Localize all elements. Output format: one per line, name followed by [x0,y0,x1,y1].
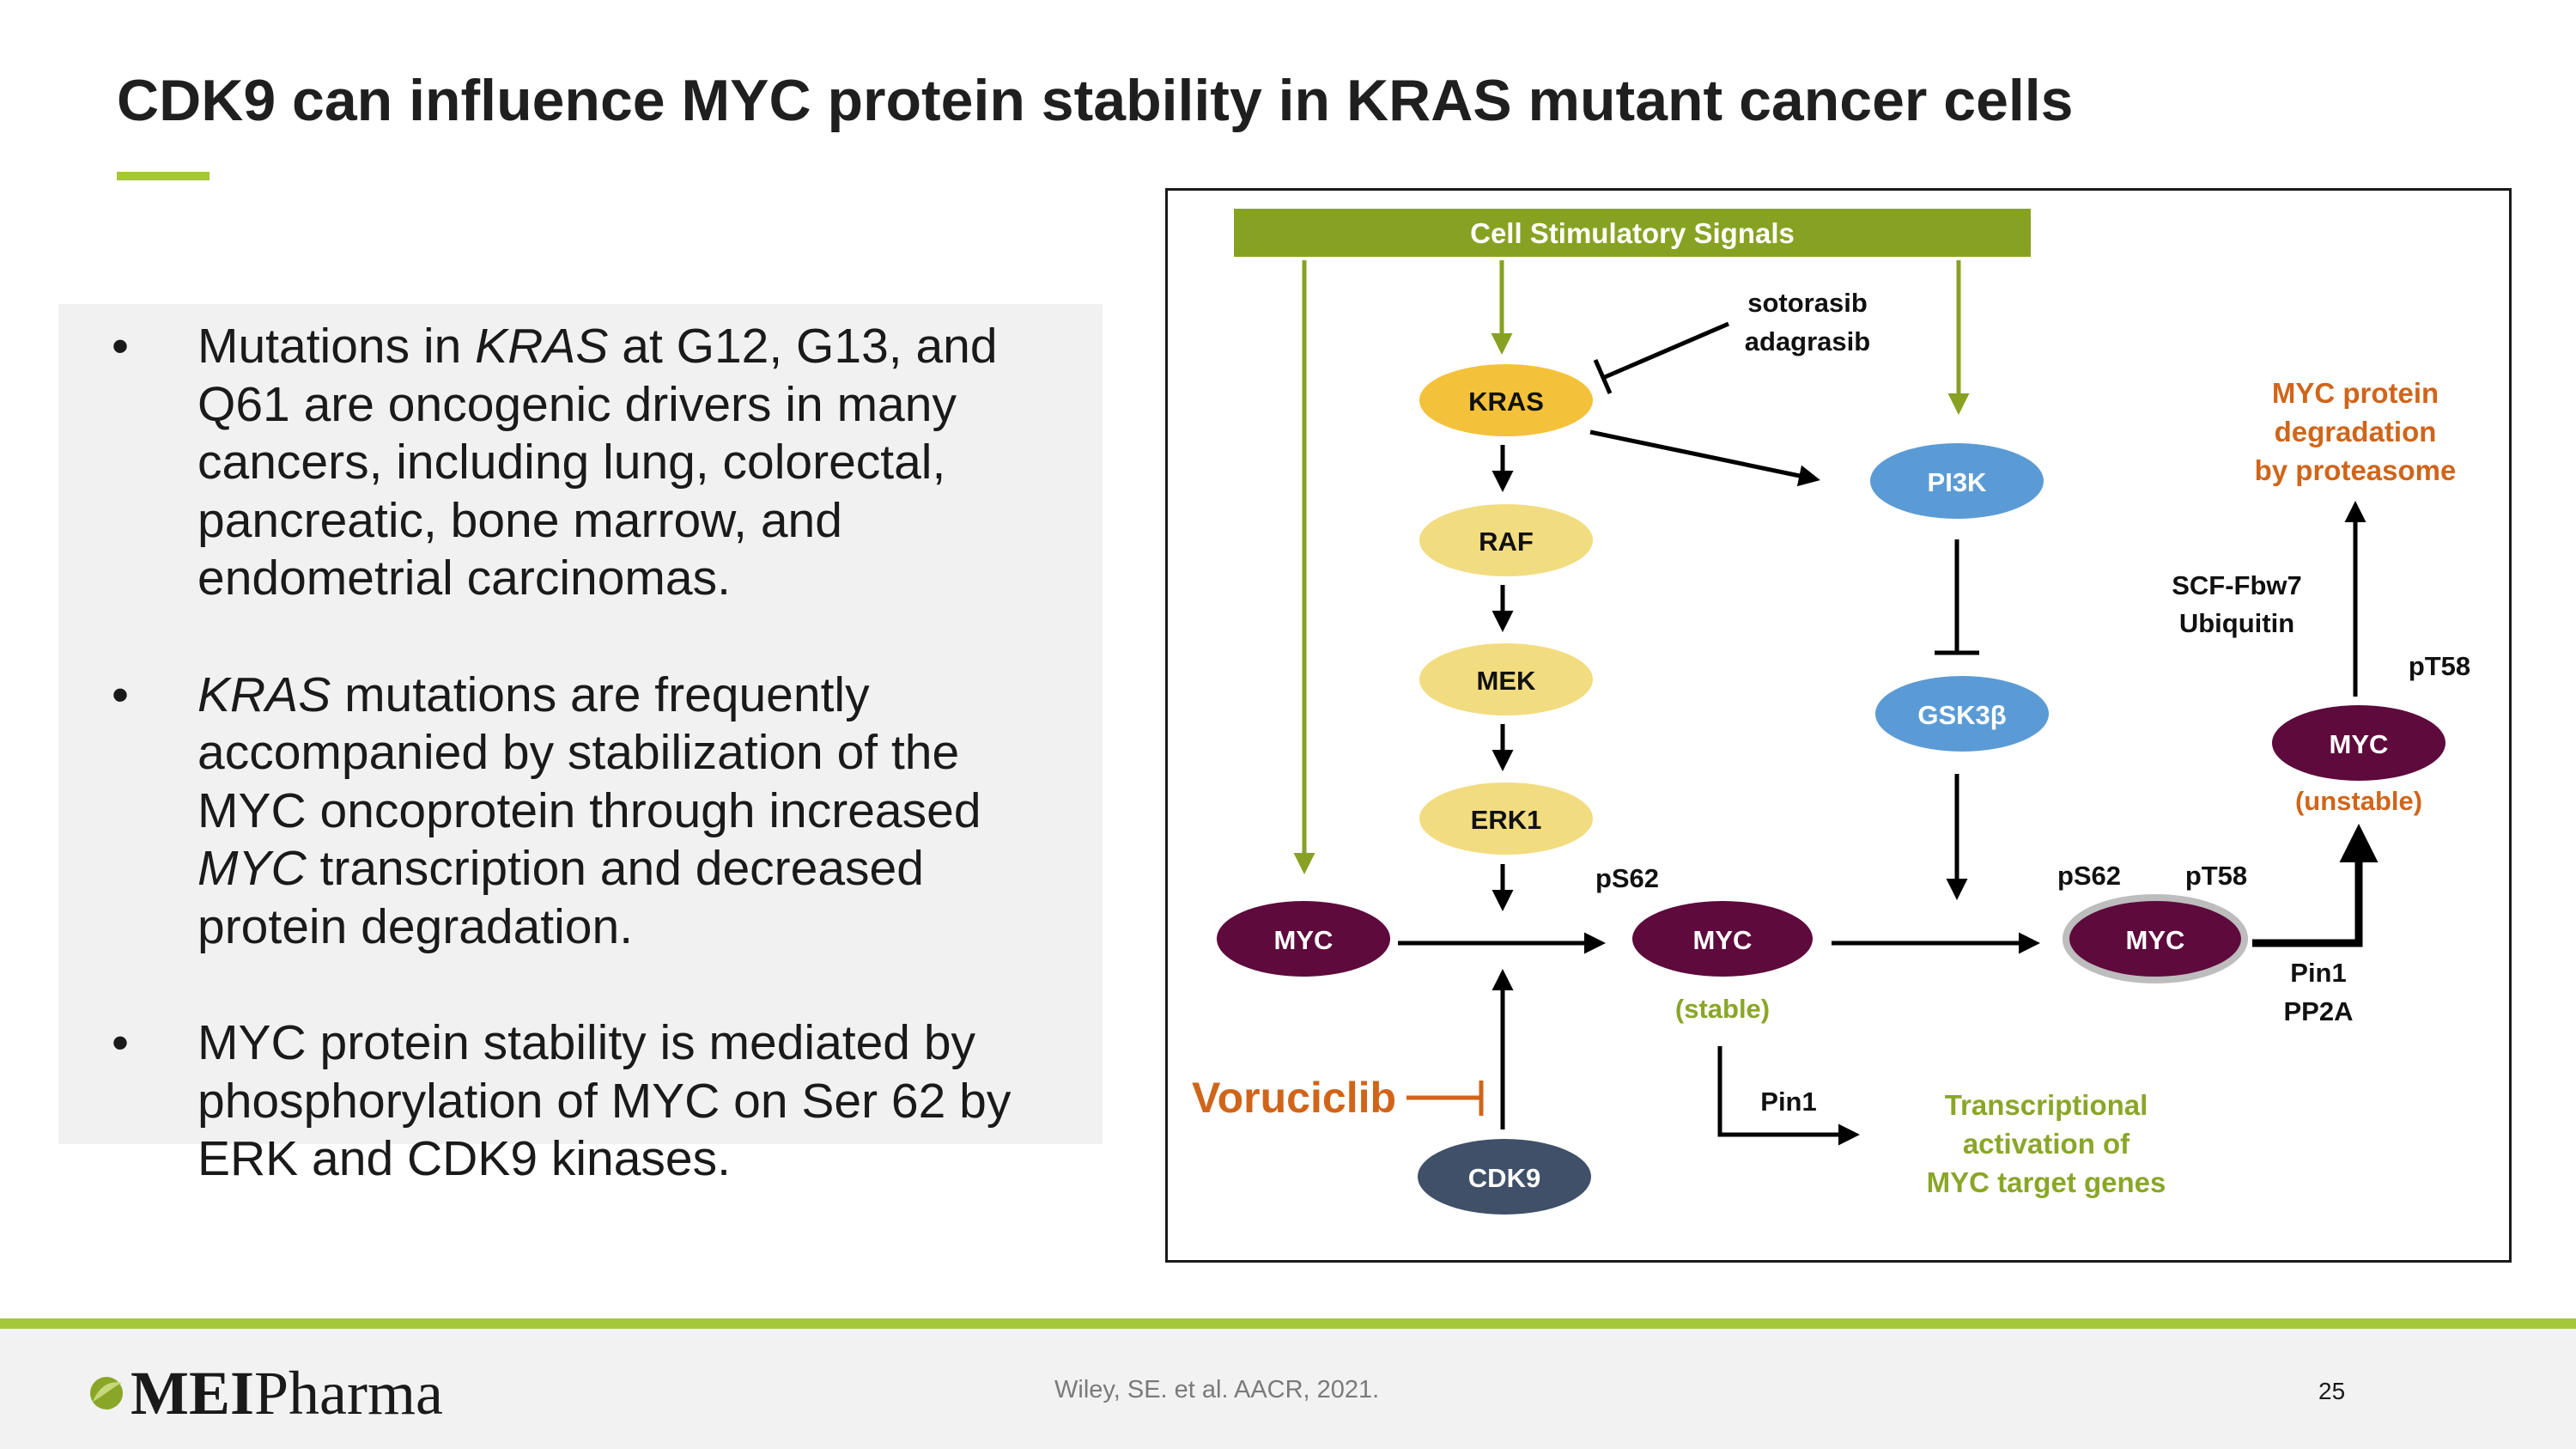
scf-label-1: SCF-Fbw7 [2172,570,2302,600]
slide-title: CDK9 can influence MYC protein stability… [117,68,2074,133]
scf-label-2: Ubiquitin [2179,608,2294,638]
pp2a-label: PP2A [2284,996,2354,1026]
transcription-line-2: activation of [1963,1128,2130,1160]
ps62-label-a: pS62 [1595,863,1659,893]
logo-wordmark: MEIPharma [131,1359,443,1428]
mek-node-label: MEK [1477,666,1537,696]
kras-inhibitor-bar [1593,359,1613,394]
pin1-pp2a-arrow [2252,824,2379,947]
pin1-transcription-arrow [1717,1046,1860,1146]
raf-node [1419,504,1593,576]
myc-stable-label: MYC [1693,925,1753,955]
cdk9-node-label: CDK9 [1468,1163,1540,1193]
bullet-2-kras: KRAS [197,667,331,722]
pin1-label-a: Pin1 [1760,1087,1816,1117]
bullet-1-kras: KRAS [475,319,609,374]
bullet-dot: • [112,667,129,722]
gsk3b-node [1875,676,2049,752]
myc-stable-node [1632,901,1813,977]
bullet-3-text: MYC protein stability is mediated by pho… [197,1015,1012,1186]
myc-left-label: MYC [1274,925,1334,955]
bullet-1: • Mutations in KRAS at G12, G13, and Q61… [81,318,1068,608]
transcription-line-3: MYC target genes [1927,1166,2166,1198]
stable-label: (stable) [1675,994,1770,1024]
pi3k-node [1870,443,2044,519]
degradation-line-3: by proteasome [2255,454,2457,486]
myc-ps62-pt58-node [2063,894,2248,983]
company-logo: MEIPharma [86,1359,447,1428]
degradation-line-1: MYC protein [2272,377,2439,409]
bullet-2-text-b: transcription and decreased protein degr… [197,841,924,954]
kras-node [1419,364,1593,436]
kras-inhibitor-line [1604,321,1729,380]
footer-bar [0,1329,2576,1449]
gsk3b-node-label: GSK3β [1917,700,2006,730]
bullet-2-myc: MYC [197,841,307,896]
bullet-2-text-a: mutations are frequently accompanied by … [197,667,981,838]
leaf-icon [90,1377,123,1409]
logo-light-part: Pharma [254,1359,443,1428]
sotorasib-label: sotorasib [1747,288,1868,318]
bullet-1-text-a: Mutations in [197,319,476,374]
stimulus-banner [1234,209,2031,257]
bullet-2: • KRAS mutations are frequently accompan… [81,667,1068,957]
erk1-node-label: ERK1 [1471,805,1542,835]
pathway-svg: Cell Stimulatory Signals sotorasib adagr… [1192,209,2470,1215]
pi3k-node-label: PI3K [1928,467,1988,497]
kras-to-pi3k-arrow [1589,429,1820,487]
myc-left-node [1217,901,1390,977]
adagrasib-label: adagrasib [1745,326,1870,356]
myc-unstable-node [2272,705,2445,781]
bullet-3: • MYC protein stability is mediated by p… [81,1014,1068,1189]
cdk9-node [1418,1139,1591,1215]
pin1-label-b: Pin1 [2290,958,2346,988]
degradation-line-2: degradation [2275,416,2437,447]
bullet-dot: • [112,1015,129,1070]
myc-unstable-label: MYC [2330,729,2389,759]
raf-node-label: RAF [1479,527,1534,557]
myc-ps62-pt58-label: MYC [2126,925,2185,955]
footer-divider [0,1318,2576,1329]
page-number: 25 [2318,1378,2346,1404]
bullet-1-text-b: at G12, G13, and Q61 are oncogenic drive… [197,319,998,606]
ps62-label-b: pS62 [2057,861,2121,891]
pt58-label-a: pT58 [2185,861,2247,891]
logo-bold-part: MEI [131,1359,254,1428]
bullet-dot: • [112,319,129,374]
banner-label: Cell Stimulatory Signals [1470,217,1795,249]
unstable-label: (unstable) [2295,786,2422,816]
mek-node [1419,643,1593,715]
title-underline [117,172,210,180]
pt58-label-b: pT58 [2409,651,2470,681]
transcription-line-1: Transcriptional [1945,1089,2148,1121]
erk1-node [1419,782,1593,855]
pathway-diagram: Cell Stimulatory Signals sotorasib adagr… [1165,188,2512,1263]
voruciclib-label: Voruciclib [1192,1074,1396,1122]
kras-node-label: KRAS [1468,387,1544,417]
bullet-panel: • Mutations in KRAS at G12, G13, and Q61… [58,304,1103,1186]
citation: Wiley, SE. et al. AACR, 2021. [1054,1376,1380,1403]
